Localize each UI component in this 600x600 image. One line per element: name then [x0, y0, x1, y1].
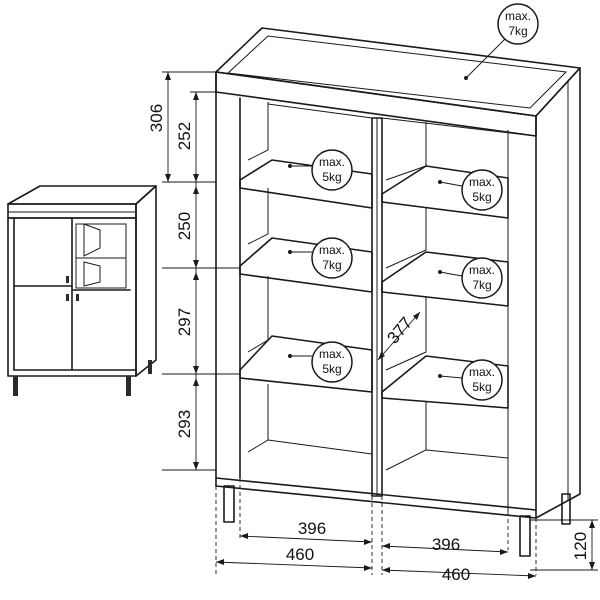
- svg-text:5kg: 5kg: [322, 170, 341, 184]
- shelf-right-2: [381, 251, 509, 371]
- dim-460-left: 460: [286, 545, 314, 564]
- leg-front-right: [519, 515, 531, 557]
- load-shelf-left-1: max. 5kg: [288, 149, 353, 191]
- svg-text:max.: max.: [469, 175, 495, 189]
- svg-text:max.: max.: [319, 155, 345, 169]
- svg-text:max.: max.: [319, 347, 345, 361]
- shelf-left-1: [239, 159, 373, 245]
- svg-text:7kg: 7kg: [508, 24, 527, 38]
- dim-297: 297: [175, 308, 194, 336]
- load-shelf-right-3: max. 5kg: [438, 359, 503, 401]
- load-shelf-left-2: max. 7kg: [288, 237, 353, 279]
- leg-back-right: [561, 493, 571, 525]
- load-shelf-right-1: max. 5kg: [438, 169, 503, 211]
- svg-text:max.: max.: [469, 263, 495, 277]
- dim-396-right: 396: [432, 535, 460, 554]
- dim-252: 252: [175, 122, 194, 150]
- svg-text:5kg: 5kg: [472, 190, 491, 204]
- height-dimensions: 306 252 250 297 293 120: [147, 71, 598, 571]
- svg-text:5kg: 5kg: [472, 380, 491, 394]
- closed-cabinet-preview: [7, 185, 157, 396]
- dim-460-right: 460: [442, 565, 470, 584]
- shelf-left-3: [239, 335, 373, 455]
- svg-text:max.: max.: [505, 9, 531, 23]
- load-shelf-right-2: max. 7kg: [438, 257, 503, 299]
- svg-text:max.: max.: [319, 243, 345, 257]
- depth-dimension: 377: [377, 311, 421, 361]
- load-shelf-left-3: max. 5kg: [288, 341, 353, 383]
- leg-front-left: [223, 485, 235, 523]
- width-dimensions: 396 460 396 460: [215, 478, 537, 584]
- dim-377: 377: [383, 313, 416, 347]
- dim-306: 306: [147, 104, 166, 132]
- open-cabinet: [215, 27, 581, 557]
- dim-250: 250: [175, 212, 194, 240]
- shelf-right-3: [381, 355, 509, 471]
- svg-text:7kg: 7kg: [322, 258, 341, 272]
- dim-120: 120: [571, 532, 590, 560]
- load-top: max. 7kg: [464, 3, 539, 80]
- shelf-right-1: [381, 165, 509, 269]
- svg-text:max.: max.: [469, 365, 495, 379]
- svg-text:7kg: 7kg: [472, 278, 491, 292]
- dim-396-left: 396: [298, 519, 326, 538]
- dim-293: 293: [175, 410, 194, 438]
- svg-text:5kg: 5kg: [322, 362, 341, 376]
